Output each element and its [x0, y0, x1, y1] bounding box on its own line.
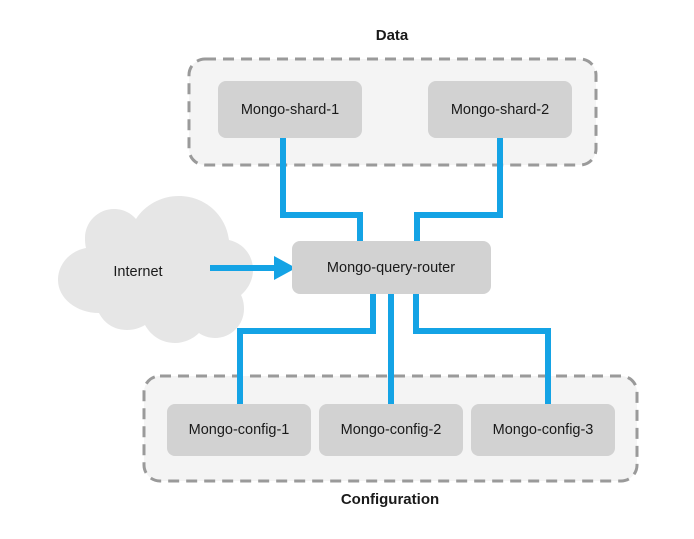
node-mongo-shard-2[interactable]: Mongo-shard-2 [428, 81, 572, 138]
group-label-data: Data [376, 27, 409, 44]
arrow-head-internet-to-router [274, 256, 296, 280]
edge-shard1-to-router [280, 134, 363, 243]
edge-internet-to-router [210, 256, 296, 280]
node-shape-mongo-config-3[interactable] [471, 404, 615, 456]
node-mongo-config-1[interactable]: Mongo-config-1 [167, 404, 311, 456]
node-label-mongo-config-1: Mongo-config-1 [189, 422, 290, 438]
node-mongo-shard-1[interactable]: Mongo-shard-1 [218, 81, 362, 138]
node-mongo-query-router[interactable]: Mongo-query-router [292, 241, 491, 294]
node-shape-mongo-shard-2[interactable] [428, 81, 572, 138]
node-mongo-config-3[interactable]: Mongo-config-3 [471, 404, 615, 456]
node-label-mongo-config-2: Mongo-config-2 [341, 422, 442, 438]
node-shape-mongo-config-1[interactable] [167, 404, 311, 456]
node-label-mongo-shard-2: Mongo-shard-2 [451, 102, 549, 118]
node-label-internet: Internet [113, 264, 162, 280]
node-shape-mongo-shard-1[interactable] [218, 81, 362, 138]
cloud-shape-internet[interactable] [58, 196, 253, 343]
node-mongo-config-2[interactable]: Mongo-config-2 [319, 404, 463, 456]
group-label-configuration: Configuration [341, 491, 439, 508]
node-shape-mongo-query-router[interactable] [292, 241, 491, 294]
edge-shard2-to-router [414, 134, 503, 243]
node-shape-mongo-config-2[interactable] [319, 404, 463, 456]
edge-router-to-config1 [237, 292, 376, 406]
edge-router-to-config3 [413, 292, 551, 406]
node-internet[interactable]: Internet [58, 196, 253, 343]
node-label-mongo-query-router: Mongo-query-router [327, 260, 455, 276]
connector-layer [237, 134, 551, 406]
node-label-mongo-config-3: Mongo-config-3 [493, 422, 594, 438]
node-label-mongo-shard-1: Mongo-shard-1 [241, 102, 339, 118]
